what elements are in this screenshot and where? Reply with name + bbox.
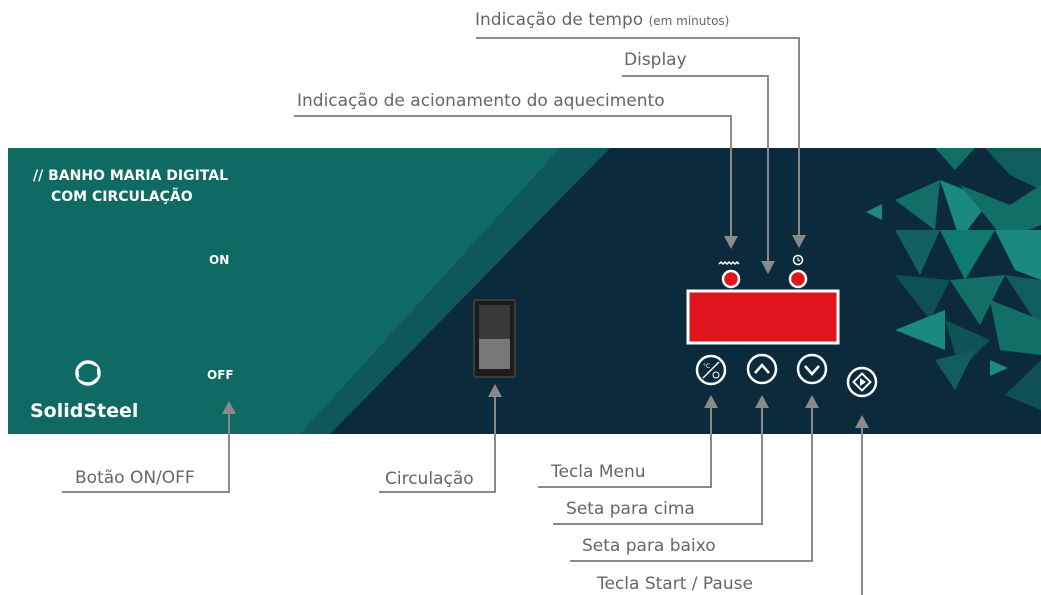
panel-teal-section — [8, 148, 610, 434]
arrow-tempo — [792, 235, 806, 248]
start-pause-icon — [852, 372, 872, 392]
callout-seta-cima: Seta para cima — [566, 499, 695, 519]
callout-circulacao: Circulação — [385, 469, 474, 489]
menu-temp-time-icon: °C — [702, 361, 720, 379]
brand-logo: SolidSteel — [30, 360, 138, 422]
menu-button[interactable]: °C — [695, 354, 727, 386]
leader-botao — [62, 413, 230, 493]
leader-aquecimento — [294, 115, 732, 237]
clock-icon — [792, 254, 804, 266]
leader-menu — [538, 407, 712, 488]
start-pause-button[interactable] — [846, 366, 878, 398]
panel-title-line1: // BANHO MARIA DIGITAL — [33, 168, 228, 184]
heating-indicator — [718, 260, 741, 289]
circulation-switch[interactable] — [473, 299, 516, 378]
arrow-menu — [704, 395, 718, 408]
callout-aquecimento: Indicação de acionamento do aquecimento — [297, 91, 665, 111]
brand-name: SolidSteel — [30, 400, 138, 422]
chevron-up-icon — [754, 363, 770, 374]
callout-tempo: Indicação de tempo (em minutos) — [475, 10, 729, 30]
arrow-display — [761, 261, 775, 274]
callout-start: Tecla Start / Pause — [596, 574, 753, 594]
leader-circulacao — [379, 396, 496, 493]
leader-tempo — [476, 37, 800, 236]
arrow-seta-cima — [755, 395, 769, 408]
time-led — [788, 269, 808, 289]
panel: // BANHO MARIA DIGITAL COM CIRCULAÇÃO ON… — [8, 148, 1041, 434]
chevron-down-icon — [804, 365, 820, 376]
leader-seta-baixo — [570, 407, 813, 562]
off-label: OFF — [207, 368, 234, 382]
leader-seta-cima — [553, 407, 763, 525]
callout-leaders — [62, 37, 869, 595]
panel-diagonal-shade — [300, 148, 610, 434]
arrow-circulacao — [488, 384, 502, 397]
decorative-triangles — [866, 148, 1041, 410]
display — [686, 289, 840, 345]
heating-led — [721, 269, 741, 289]
panel-title-line2: COM CIRCULAÇÃO — [51, 188, 193, 205]
heating-wave-icon — [718, 260, 740, 266]
down-button[interactable] — [796, 353, 828, 385]
callout-botao: Botão ON/OFF — [75, 468, 195, 488]
callout-labels: Indicação de tempo (em minutos) Display … — [75, 10, 753, 594]
time-indicator — [788, 254, 808, 289]
on-label: ON — [209, 253, 229, 267]
leader-display — [622, 75, 769, 262]
callout-menu: Tecla Menu — [550, 462, 646, 482]
callout-seta-baixo: Seta para baixo — [582, 536, 716, 556]
arrow-botao — [222, 401, 236, 414]
callout-display: Display — [624, 50, 687, 70]
solidsteel-logo-icon — [75, 360, 101, 386]
svg-text:°C: °C — [703, 363, 710, 370]
arrow-aquecimento — [724, 236, 738, 249]
arrow-start — [855, 415, 869, 428]
arrow-seta-baixo — [805, 395, 819, 408]
up-button[interactable] — [746, 353, 778, 385]
